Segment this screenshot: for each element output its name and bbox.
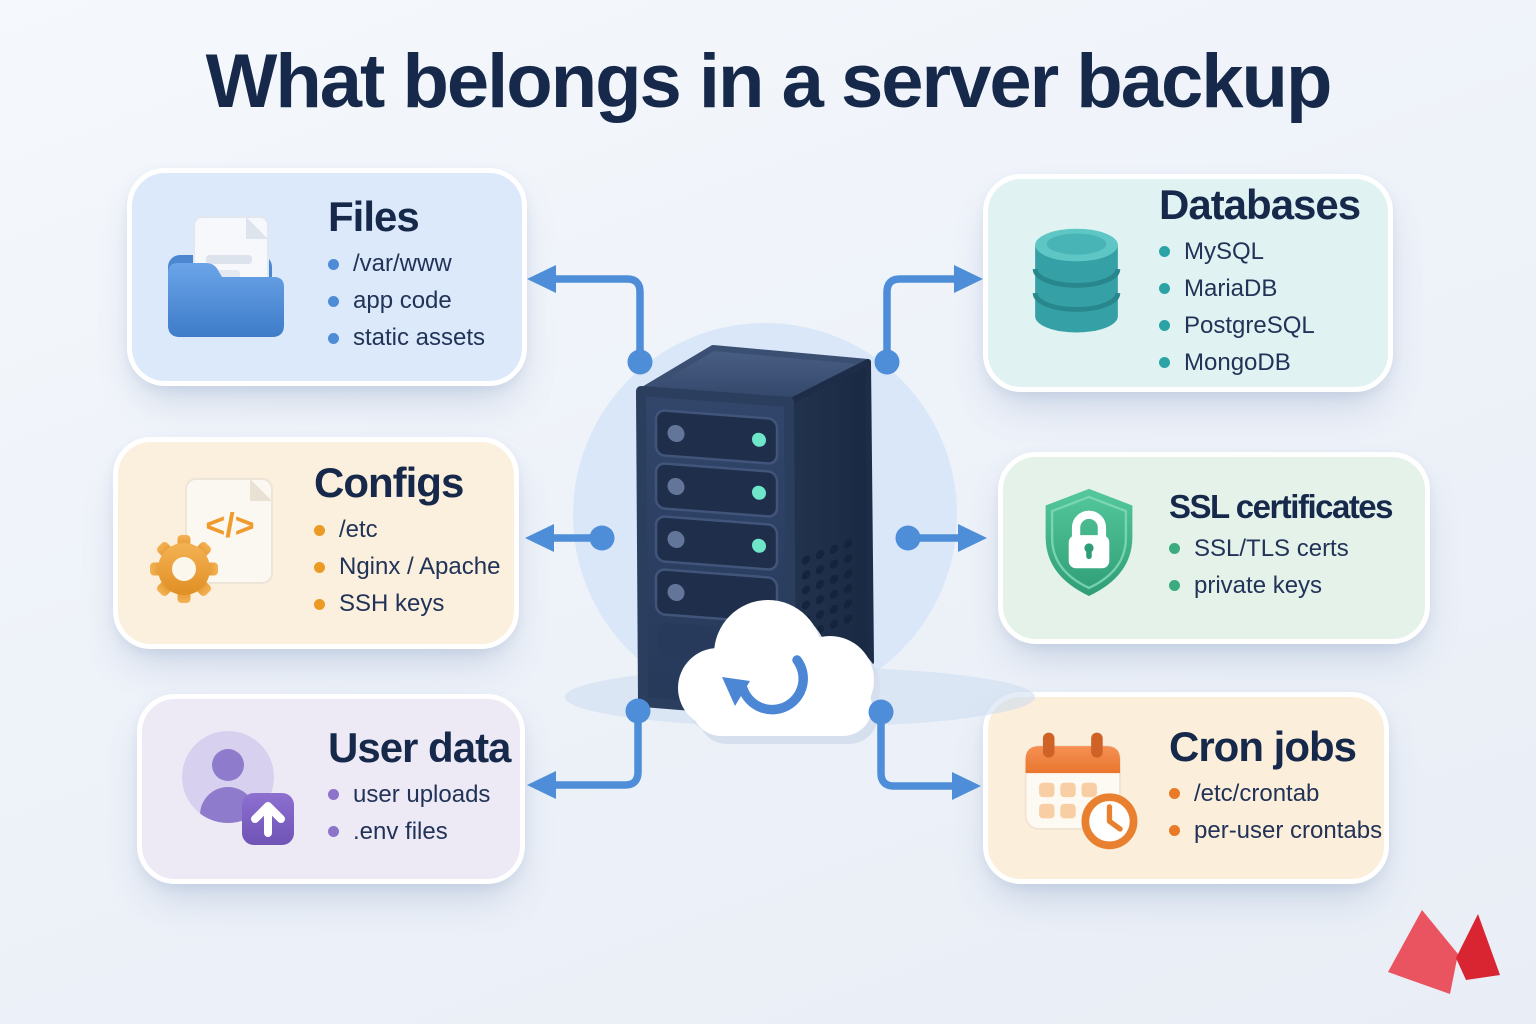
list-item: SSH keys (314, 590, 488, 618)
list-item: /var/www (328, 250, 496, 278)
list-item: /etc (314, 516, 488, 544)
list-item: MySQL (1159, 238, 1362, 266)
connector-arrows (525, 265, 987, 800)
bullet-dot (314, 524, 325, 536)
list-item: per-user crontabs (1169, 817, 1382, 845)
bullet-dot (1169, 580, 1180, 591)
list-item: private keys (1169, 572, 1399, 600)
card-title: Configs (314, 459, 464, 506)
user-upload-icon (168, 719, 308, 859)
arrow-to-files (527, 265, 653, 375)
calendar-clock-icon (1014, 721, 1149, 856)
bullet-dot (1159, 320, 1170, 331)
arrow-to-ssl (895, 524, 987, 552)
server-tower-icon (636, 345, 874, 719)
database-cylinder-icon (1014, 216, 1139, 351)
drive-bay (654, 462, 779, 518)
arrow-to-databases (874, 265, 983, 375)
card-configs: </> Configs (113, 437, 519, 649)
list-item: MongoDB (1159, 349, 1362, 377)
vent-dots (801, 539, 853, 640)
list-item: static assets (328, 324, 496, 352)
halo-circle (573, 323, 957, 707)
m-logo (1388, 910, 1500, 994)
ground-shadow (565, 667, 1035, 727)
card-ssl-certificates: SSL certificates SSL/TLS certs private k… (998, 452, 1430, 644)
bullet-dot (328, 332, 339, 344)
list-item: app code (328, 287, 496, 315)
card-user-data: User data user uploads .env files (137, 694, 525, 884)
card-title: Databases (1159, 180, 1361, 228)
list-item: Nginx / Apache (314, 553, 500, 581)
svg-text:</>: </> (205, 507, 254, 545)
bullet-dot (1159, 246, 1170, 257)
folder-document-icon (158, 207, 308, 347)
list-item: /etc/crontab (1169, 780, 1358, 808)
drive-bay (654, 568, 779, 624)
config-file-gear-icon: </> (144, 473, 294, 613)
card-databases: Databases MySQL MariaDB PostgreSQL Mongo… (983, 174, 1393, 392)
drive-bay (654, 515, 779, 571)
bullet-dot (1159, 357, 1170, 368)
list-item: MariaDB (1159, 275, 1362, 303)
card-title: Cron jobs (1169, 722, 1357, 770)
list-item: PostgreSQL (1159, 312, 1362, 340)
drive-bay (654, 409, 779, 465)
list-item: SSL/TLS certs (1169, 535, 1399, 563)
arrow-to-cron-jobs (868, 699, 981, 800)
card-title: Files (328, 193, 420, 240)
bullet-dot (314, 561, 325, 573)
list-item: user uploads (328, 781, 494, 809)
shield-lock-icon (1029, 482, 1149, 614)
bullet-dot (314, 598, 325, 610)
bullet-dot (1169, 788, 1180, 799)
bullet-dot (328, 789, 339, 800)
arrow-to-configs (525, 524, 615, 552)
list-item: .env files (328, 818, 494, 846)
page-title: What belongs in a server backup (205, 39, 1333, 124)
bullet-dot (1169, 825, 1180, 836)
card-files: Files /var/www app code static assets (127, 168, 527, 386)
sync-arrow-icon (722, 655, 808, 715)
card-cron-jobs: Cron jobs /etc/crontab per-user crontabs (983, 692, 1389, 884)
arrow-to-user-data (527, 698, 651, 799)
backup-cloud-icon (678, 600, 880, 744)
bullet-dot (328, 258, 339, 270)
bullet-dot (1159, 283, 1170, 294)
card-title: SSL certificates (1169, 487, 1394, 525)
bullet-dot (328, 826, 339, 837)
bullet-dot (1169, 543, 1180, 554)
bullet-dot (328, 295, 339, 307)
card-title: User data (328, 723, 511, 771)
